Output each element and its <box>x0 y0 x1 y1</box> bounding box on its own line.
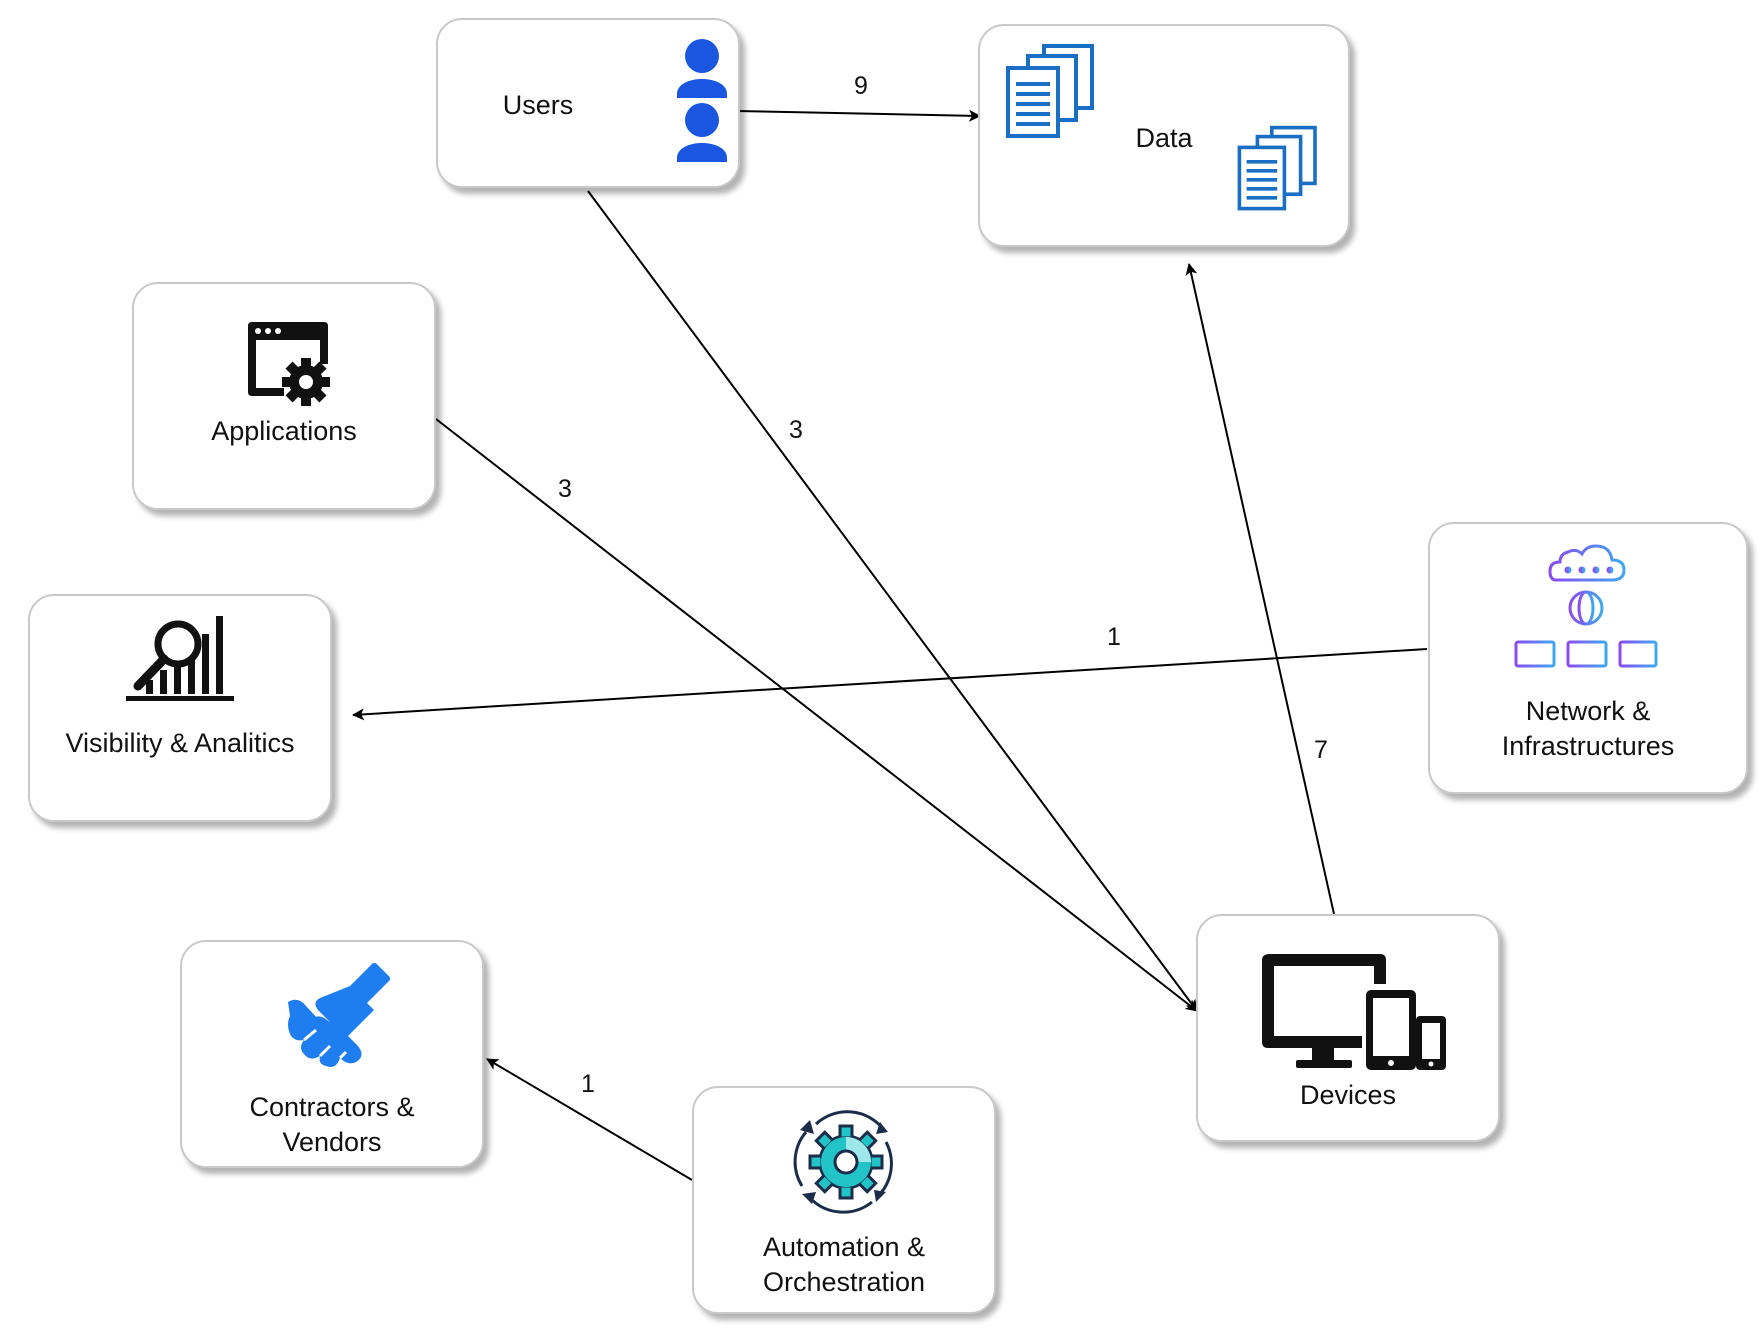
edge-applications-devices <box>435 418 1198 1012</box>
documents-icon <box>1237 125 1317 211</box>
edge-users-data <box>735 109 981 122</box>
devices-icon <box>1262 954 1446 1070</box>
network-label-line1: Network & <box>1525 696 1651 726</box>
gear-cycle-icon <box>793 1110 893 1214</box>
users-icon <box>677 39 727 162</box>
cloud-network-icon <box>1514 544 1658 677</box>
data-node[interactable]: Data <box>978 24 1350 247</box>
users-node[interactable]: Users <box>436 18 740 188</box>
analytics-magnifier-icon <box>126 616 234 701</box>
contractors-label-line1: Contractors & <box>249 1092 415 1122</box>
network-node[interactable]: Network & Infrastructures <box>1428 522 1748 794</box>
edge-network-visibility <box>352 648 1428 721</box>
documents-icon <box>1006 44 1094 138</box>
edge-devices-data <box>1185 263 1335 915</box>
visibility-label: Visibility & Analitics <box>65 728 295 758</box>
automation-label-line1: Automation & <box>762 1232 926 1262</box>
edge-weight-automation-contractors: 1 <box>581 1070 595 1098</box>
edge-users-devices <box>587 190 1198 1012</box>
applications-label: Applications <box>211 416 357 446</box>
edge-weight-applications-devices: 3 <box>558 475 572 503</box>
edge-weight-users-devices: 3 <box>789 416 803 444</box>
edge-weight-network-visibility: 1 <box>1107 623 1121 651</box>
edge-weight-users-data: 9 <box>854 72 868 100</box>
edge-weight-devices-data: 7 <box>1314 736 1328 764</box>
network-label-line2: Infrastructures <box>1501 731 1675 761</box>
automation-label-line2: Orchestration <box>762 1267 926 1297</box>
app-settings-icon <box>248 322 330 406</box>
edge-automation-contractors <box>486 1058 693 1181</box>
handshake-icon <box>288 962 391 1067</box>
devices-label: Devices <box>1299 1080 1397 1110</box>
applications-node[interactable]: Applications <box>132 282 436 510</box>
visibility-node[interactable]: Visibility & Analitics <box>28 594 332 822</box>
contractors-node[interactable]: Contractors & Vendors <box>180 940 484 1168</box>
data-label: Data <box>1135 123 1193 153</box>
automation-node[interactable]: Automation & Orchestration <box>692 1086 996 1314</box>
users-label: Users <box>502 90 574 120</box>
devices-node[interactable]: Devices <box>1196 914 1500 1142</box>
contractors-label-line2: Vendors <box>282 1127 382 1157</box>
